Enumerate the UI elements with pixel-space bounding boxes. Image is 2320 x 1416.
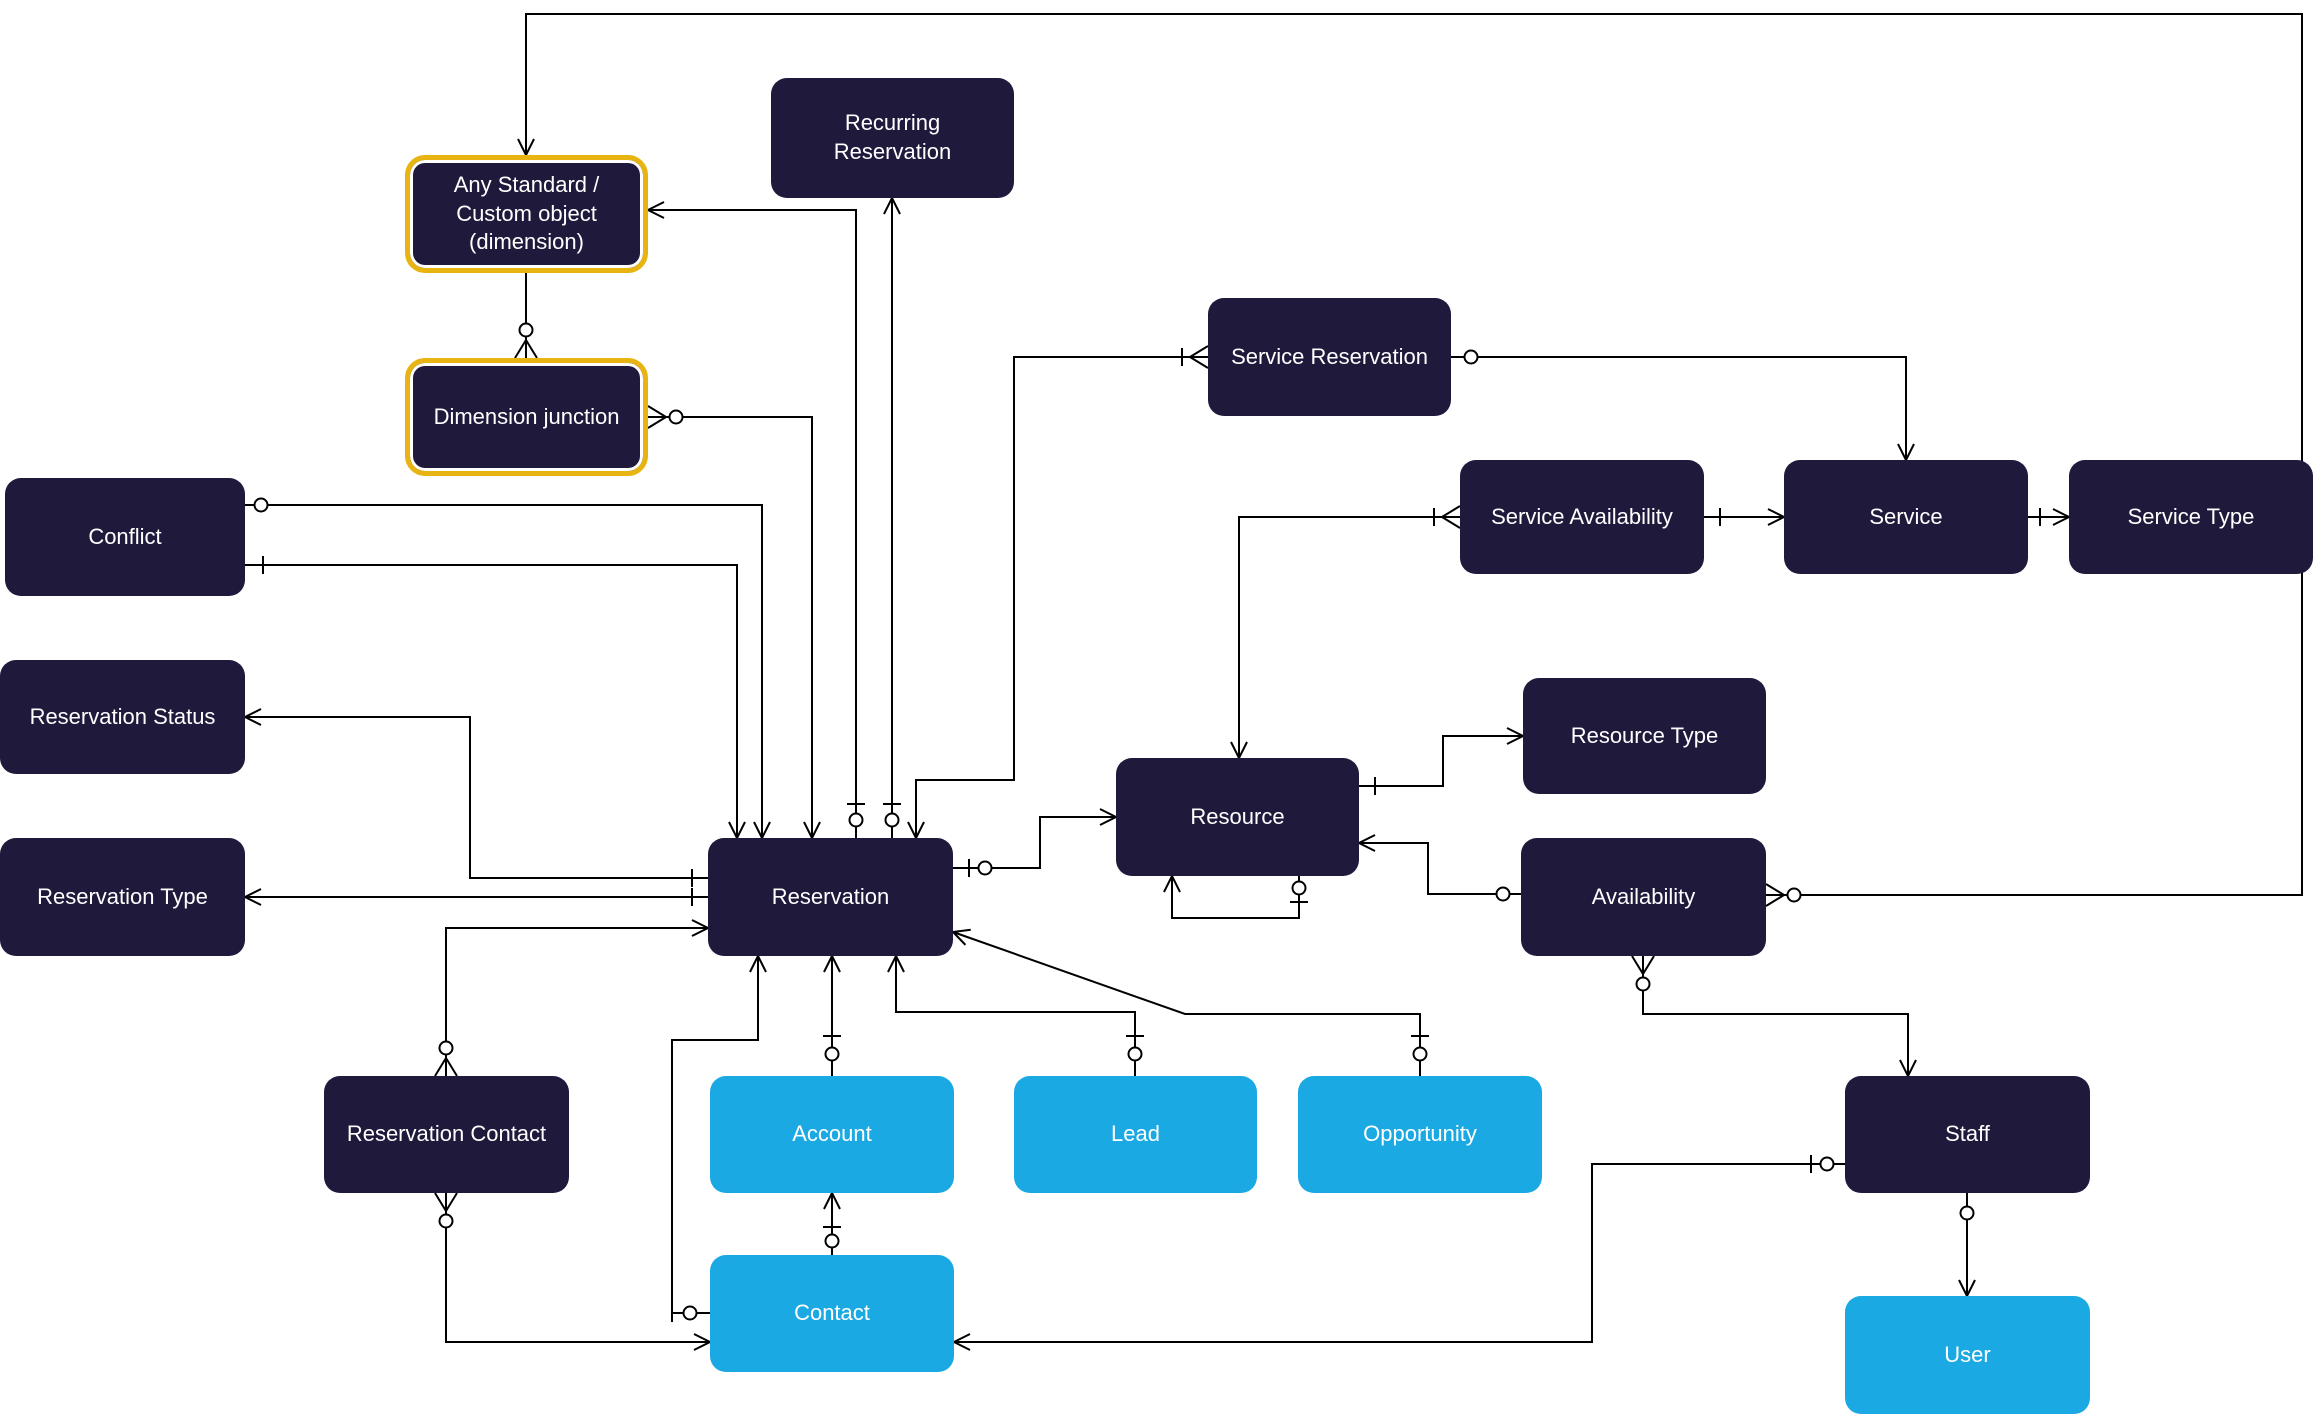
- cardinality-zero-marker: [253, 497, 269, 513]
- cardinality-zero-marker: [1463, 349, 1479, 365]
- connector-staff__contact: [951, 1155, 1845, 1351]
- cardinality-zero-marker: [977, 860, 993, 876]
- node-label: Reservation: [833, 139, 952, 164]
- node-label: Lead: [1111, 1121, 1160, 1147]
- connector-service-reservation__service: [1451, 349, 1915, 463]
- cardinality-zero-marker: [1819, 1156, 1835, 1172]
- node-label: Service Availability: [1491, 503, 1673, 529]
- node-service[interactable]: Service: [1784, 460, 2028, 574]
- cardinality-zero-marker: [824, 1233, 840, 1249]
- connector-service-availability__resource: [1230, 505, 1461, 761]
- node-label: Staff: [1945, 1121, 1990, 1147]
- cardinality-zero-marker: [1635, 976, 1651, 992]
- node-label: Any Standard /: [453, 172, 600, 198]
- node-account[interactable]: Account: [710, 1076, 954, 1193]
- node-reservation_status[interactable]: Reservation Status: [0, 660, 245, 774]
- connector-reservation-contact__contact: [434, 1192, 713, 1351]
- node-reservation_type[interactable]: Reservation Type: [0, 838, 245, 956]
- node-reservation[interactable]: Reservation: [708, 838, 953, 956]
- node-service_type[interactable]: Service Type: [2069, 460, 2313, 574]
- cardinality-zero-marker: [438, 1040, 454, 1056]
- cardinality-zero-marker: [1786, 887, 1802, 903]
- node-label: User: [1944, 1341, 1991, 1367]
- node-label: Account: [792, 1121, 872, 1147]
- node-label: Service Reservation: [1231, 343, 1428, 369]
- cardinality-zero-marker: [884, 812, 900, 828]
- cardinality-zero-marker: [824, 1046, 840, 1062]
- node-service_availability[interactable]: Service Availability: [1460, 460, 1704, 574]
- connector-service__service-type: [2028, 508, 2072, 526]
- node-label: Service: [1869, 503, 1943, 529]
- connector-reservation__recurring-reservation: [883, 195, 901, 838]
- node-label: Contact: [794, 1300, 870, 1326]
- node-opportunity[interactable]: Opportunity: [1298, 1076, 1542, 1193]
- connector-reservation-contact__reservation: [434, 919, 711, 1077]
- node-conflict[interactable]: Conflict: [5, 478, 245, 596]
- connector-resource__resource-type: [1359, 727, 1526, 795]
- connector-service-availability__service: [1704, 508, 1787, 526]
- connector-reservation__resource: [953, 808, 1119, 877]
- cardinality-zero-marker: [438, 1213, 454, 1229]
- cardinality-zero-marker: [1495, 886, 1511, 902]
- cardinality-zero-marker: [518, 322, 534, 338]
- node-service_reservation[interactable]: Service Reservation: [1208, 298, 1451, 416]
- connector-availability__staff: [1631, 955, 1917, 1079]
- node-label: Conflict: [88, 523, 162, 549]
- node-label: Resource: [1190, 803, 1285, 829]
- connector-reservation__reservation-status: [242, 708, 708, 887]
- node-label: Reservation Contact: [346, 1121, 547, 1147]
- cardinality-zero-marker: [1127, 1046, 1143, 1062]
- cardinality-zero-marker: [1412, 1046, 1428, 1062]
- node-lead[interactable]: Lead: [1014, 1076, 1257, 1193]
- node-label: Reservation Status: [29, 703, 216, 729]
- node-availability[interactable]: Availability: [1521, 838, 1766, 956]
- cardinality-zero-marker: [1291, 880, 1307, 896]
- node-contact[interactable]: Contact: [710, 1255, 954, 1372]
- node-label: Reservation Type: [37, 883, 208, 909]
- connector-contact__reservation: [671, 953, 767, 1322]
- node-label: Reservation: [771, 883, 890, 909]
- node-label: Availability: [1591, 883, 1696, 909]
- connector-reservation__any-standard: [645, 201, 865, 838]
- node-resource_type[interactable]: Resource Type: [1523, 678, 1766, 794]
- node-label: Opportunity: [1363, 1121, 1477, 1147]
- node-user[interactable]: User: [1845, 1296, 2090, 1414]
- cardinality-zero-marker: [848, 812, 864, 828]
- node-label: Custom object: [456, 200, 597, 226]
- connector-staff__user: [1958, 1193, 1976, 1299]
- connector-conflict__reservation-a: [245, 497, 771, 841]
- connector-opportunity__reservation: [950, 928, 1429, 1076]
- cardinality-zero-marker: [1959, 1205, 1975, 1221]
- cardinality-zero-marker: [682, 1305, 698, 1321]
- node-reservation_contact[interactable]: Reservation Contact: [324, 1076, 569, 1193]
- node-staff[interactable]: Staff: [1845, 1076, 2090, 1193]
- node-resource[interactable]: Resource: [1116, 758, 1359, 876]
- connector-dimension-junction__reservation: [647, 405, 821, 841]
- node-label: Dimension junction: [433, 403, 620, 429]
- connector-dimension-junction__any-standard: [514, 273, 538, 359]
- connector-lead__reservation: [887, 953, 1144, 1076]
- connector-availability__any-standard-loop: [517, 13, 2303, 907]
- connector-conflict__reservation-b: [245, 556, 746, 841]
- node-label: Service Type: [2127, 503, 2255, 529]
- connector-account__reservation: [823, 953, 841, 1076]
- node-any_standard[interactable]: Any Standard /Custom object (dimension): [405, 155, 648, 273]
- node-label: Recurring: [844, 110, 941, 136]
- cardinality-zero-marker: [668, 409, 684, 425]
- connector-contact__account: [823, 1190, 841, 1255]
- connector-availability__resource: [1356, 834, 1521, 902]
- connector-reservation__reservation-type: [242, 888, 708, 906]
- node-dimension_junction[interactable]: Dimension junction: [405, 358, 648, 476]
- connector-resource__resource-self: [1163, 873, 1308, 919]
- node-label: Resource Type: [1570, 722, 1719, 748]
- node-label: (dimension): [469, 229, 584, 255]
